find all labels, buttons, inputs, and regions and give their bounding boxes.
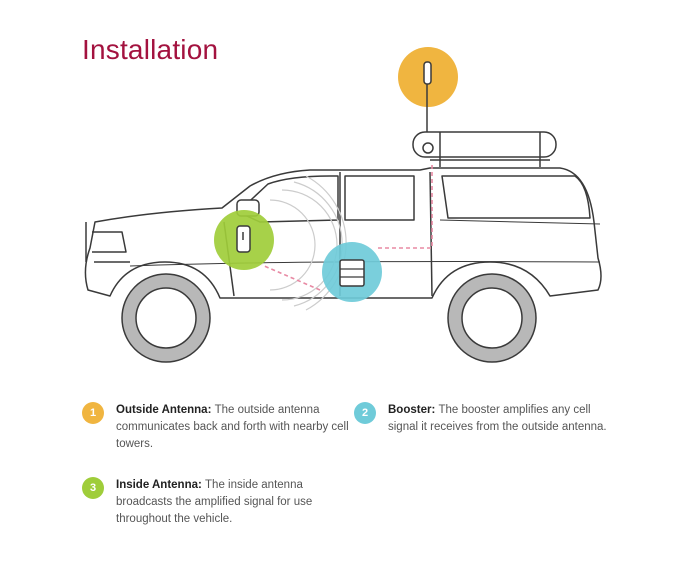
booster-icon [339, 259, 365, 287]
outside-antenna-icon [423, 61, 432, 85]
legend-label: Inside Antenna: [116, 479, 206, 491]
signal-path [261, 165, 433, 291]
rear-wheel [447, 273, 537, 363]
badge-3: 3 [82, 477, 104, 499]
badge-2: 2 [354, 402, 376, 424]
legend-text: The inside antenna broadcasts the amplif… [116, 479, 313, 525]
truck-diagram [84, 47, 602, 363]
signal-waves [269, 175, 347, 311]
legend-text: The outside antenna communicates back an… [116, 404, 349, 450]
front-wheel [121, 273, 211, 363]
legend-label: Outside Antenna: [116, 404, 215, 416]
legend-item-inside-antenna: 3 Inside Antenna: The inside antenna bro… [82, 477, 356, 528]
legend-text: The booster amplifies any cell signal it… [388, 404, 607, 433]
roof-cargo-box [412, 131, 557, 167]
legend-label: Booster: [388, 404, 439, 416]
legend-item-booster: 2 Booster: The booster amplifies any cel… [354, 402, 618, 436]
page-title: Installation [82, 34, 219, 65]
badge-1: 1 [82, 402, 104, 424]
legend-item-outside-antenna: 1 Outside Antenna: The outside antenna c… [82, 402, 356, 453]
